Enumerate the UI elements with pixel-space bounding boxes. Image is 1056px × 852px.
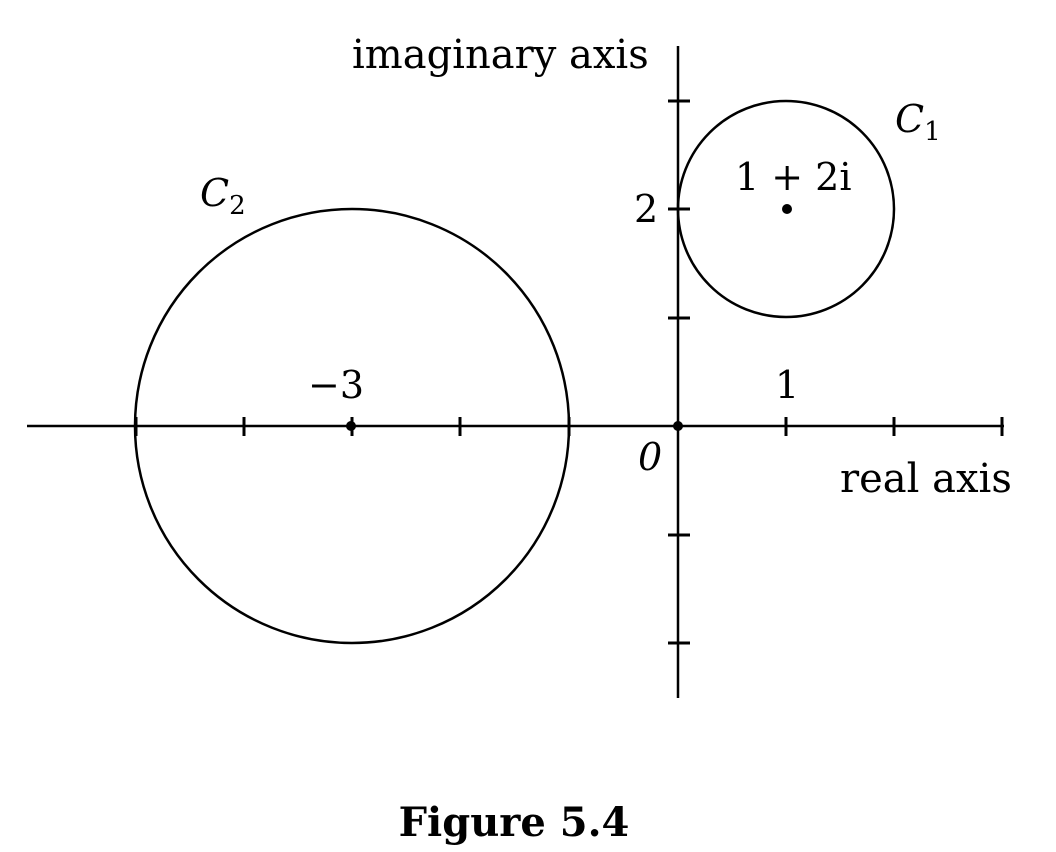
real-axis-label: real axis bbox=[840, 456, 1012, 502]
circle-c1-label-sub: 1 bbox=[924, 117, 941, 147]
circle-c1 bbox=[676, 99, 896, 319]
tick-label-2: 2 bbox=[634, 187, 658, 231]
circle-c1-label: C1 bbox=[895, 97, 941, 147]
circle-c1-label-main: C bbox=[895, 97, 924, 141]
figure-caption: Figure 5.4 bbox=[399, 799, 630, 846]
center-point-c1 bbox=[782, 204, 792, 214]
origin-point bbox=[673, 421, 683, 431]
tick-label-1: 1 bbox=[775, 363, 799, 407]
center-c1-label: 1 + 2i bbox=[735, 155, 852, 199]
circle-c2 bbox=[133, 207, 571, 645]
circle-c2-label-main: C bbox=[200, 171, 229, 215]
imaginary-axis-ticks bbox=[668, 99, 690, 645]
origin-label: 0 bbox=[638, 435, 662, 479]
tick-label-neg3: −3 bbox=[308, 363, 364, 407]
circle-c2-label-sub: 2 bbox=[229, 191, 246, 221]
circle-c2-label: C2 bbox=[200, 171, 246, 221]
center-point-c2 bbox=[346, 421, 356, 431]
imaginary-axis-label: imaginary axis bbox=[352, 32, 649, 78]
